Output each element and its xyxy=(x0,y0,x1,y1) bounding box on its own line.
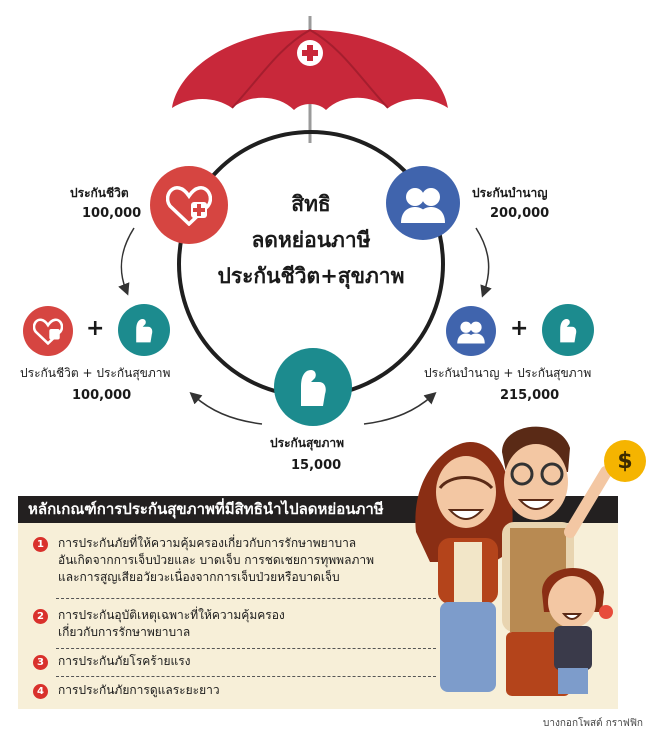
credit-text: บางกอกโพสต์ กราฟฟิก xyxy=(543,718,643,729)
criteria-item-3-line-1: การประกันภัยโรคร้ายแรง xyxy=(58,654,191,668)
criteria-item-1-line-3: และการสูญเสียอวัยวะเนื่องจากการเจ็บป่วยห… xyxy=(58,570,340,584)
criteria-item-1-line-1: การประกันภัยที่ให้ความคุ้มครองเกี่ยวกับก… xyxy=(58,536,357,550)
criteria-item-4-line-1: การประกันภัยการดูแลระยะยาว xyxy=(58,683,220,697)
combo-right-amount: 215,000 xyxy=(500,388,560,403)
pension-insurance-icon xyxy=(386,166,460,240)
health-insurance-amount: 15,000 xyxy=(291,458,342,473)
combo-left-health-icon xyxy=(118,304,170,356)
arrow-life-down xyxy=(118,227,135,296)
umbrella-illustration xyxy=(172,16,448,143)
center-line-2: ลดหย่อนภาษี xyxy=(251,228,371,252)
arrow-health-right xyxy=(363,392,437,425)
arrow-pension-down xyxy=(475,227,492,298)
arrow-health-left xyxy=(189,392,263,425)
criteria-item-4: การประกันภัยการดูแลระยะยาว xyxy=(58,682,220,699)
dollar-coin-icon: $ xyxy=(604,440,646,482)
child-figure xyxy=(542,567,613,694)
health-insurance-icon xyxy=(274,348,352,426)
combo-left-amount: 100,000 xyxy=(72,388,132,403)
criteria-divider xyxy=(56,598,436,599)
criteria-badge-2: 2 xyxy=(33,609,48,624)
life-insurance-label: ประกันชีวิต xyxy=(70,186,129,200)
mother-figure xyxy=(415,442,513,692)
family-illustration xyxy=(415,426,613,696)
life-insurance-icon xyxy=(150,166,228,244)
criteria-item-1: การประกันภัยที่ให้ความคุ้มครองเกี่ยวกับก… xyxy=(58,535,374,586)
health-insurance-label: ประกันสุขภาพ xyxy=(270,436,345,450)
flow-arrows xyxy=(118,227,492,425)
combo-left-life-icon xyxy=(23,306,73,356)
combo-left-label: ประกันชีวิต + ประกันสุขภาพ xyxy=(20,366,171,380)
dollar-symbol: $ xyxy=(617,448,633,474)
criteria-item-3: การประกันภัยโรคร้ายแรง xyxy=(58,653,191,670)
criteria-item-2-line-2: เกี่ยวกับการรักษาพยาบาล xyxy=(58,625,191,639)
criteria-badge-4: 4 xyxy=(33,684,48,699)
pension-insurance-amount: 200,000 xyxy=(490,206,550,221)
criteria-badge-3: 3 xyxy=(33,655,48,670)
criteria-divider xyxy=(56,676,436,677)
pension-insurance-label: ประกันบำนาญ xyxy=(472,186,548,200)
combo-right-pension-icon xyxy=(446,306,496,356)
criteria-badge-1: 1 xyxy=(33,537,48,552)
combo-right-plus: + xyxy=(510,316,529,341)
criteria-divider xyxy=(56,648,436,649)
criteria-item-2: การประกันอุบัติเหตุเฉพาะที่ให้ความคุ้มคร… xyxy=(58,607,285,641)
center-line-1: สิทธิ xyxy=(291,192,331,216)
combo-left-plus: + xyxy=(86,316,105,341)
center-title: สิทธิ ลดหย่อนภาษี ประกันชีวิต+สุขภาพ xyxy=(205,186,417,294)
combo-right-label: ประกันบำนาญ + ประกันสุขภาพ xyxy=(424,366,592,380)
criteria-item-1-line-2: อันเกิดจากการเจ็บป่วยและ บาดเจ็บ การชดเช… xyxy=(58,553,375,567)
combo-right-health-icon xyxy=(542,304,594,356)
criteria-item-2-line-1: การประกันอุบัติเหตุเฉพาะที่ให้ความคุ้มคร… xyxy=(58,608,285,622)
life-insurance-amount: 100,000 xyxy=(82,206,142,221)
center-line-3: ประกันชีวิต+สุขภาพ xyxy=(217,264,405,288)
